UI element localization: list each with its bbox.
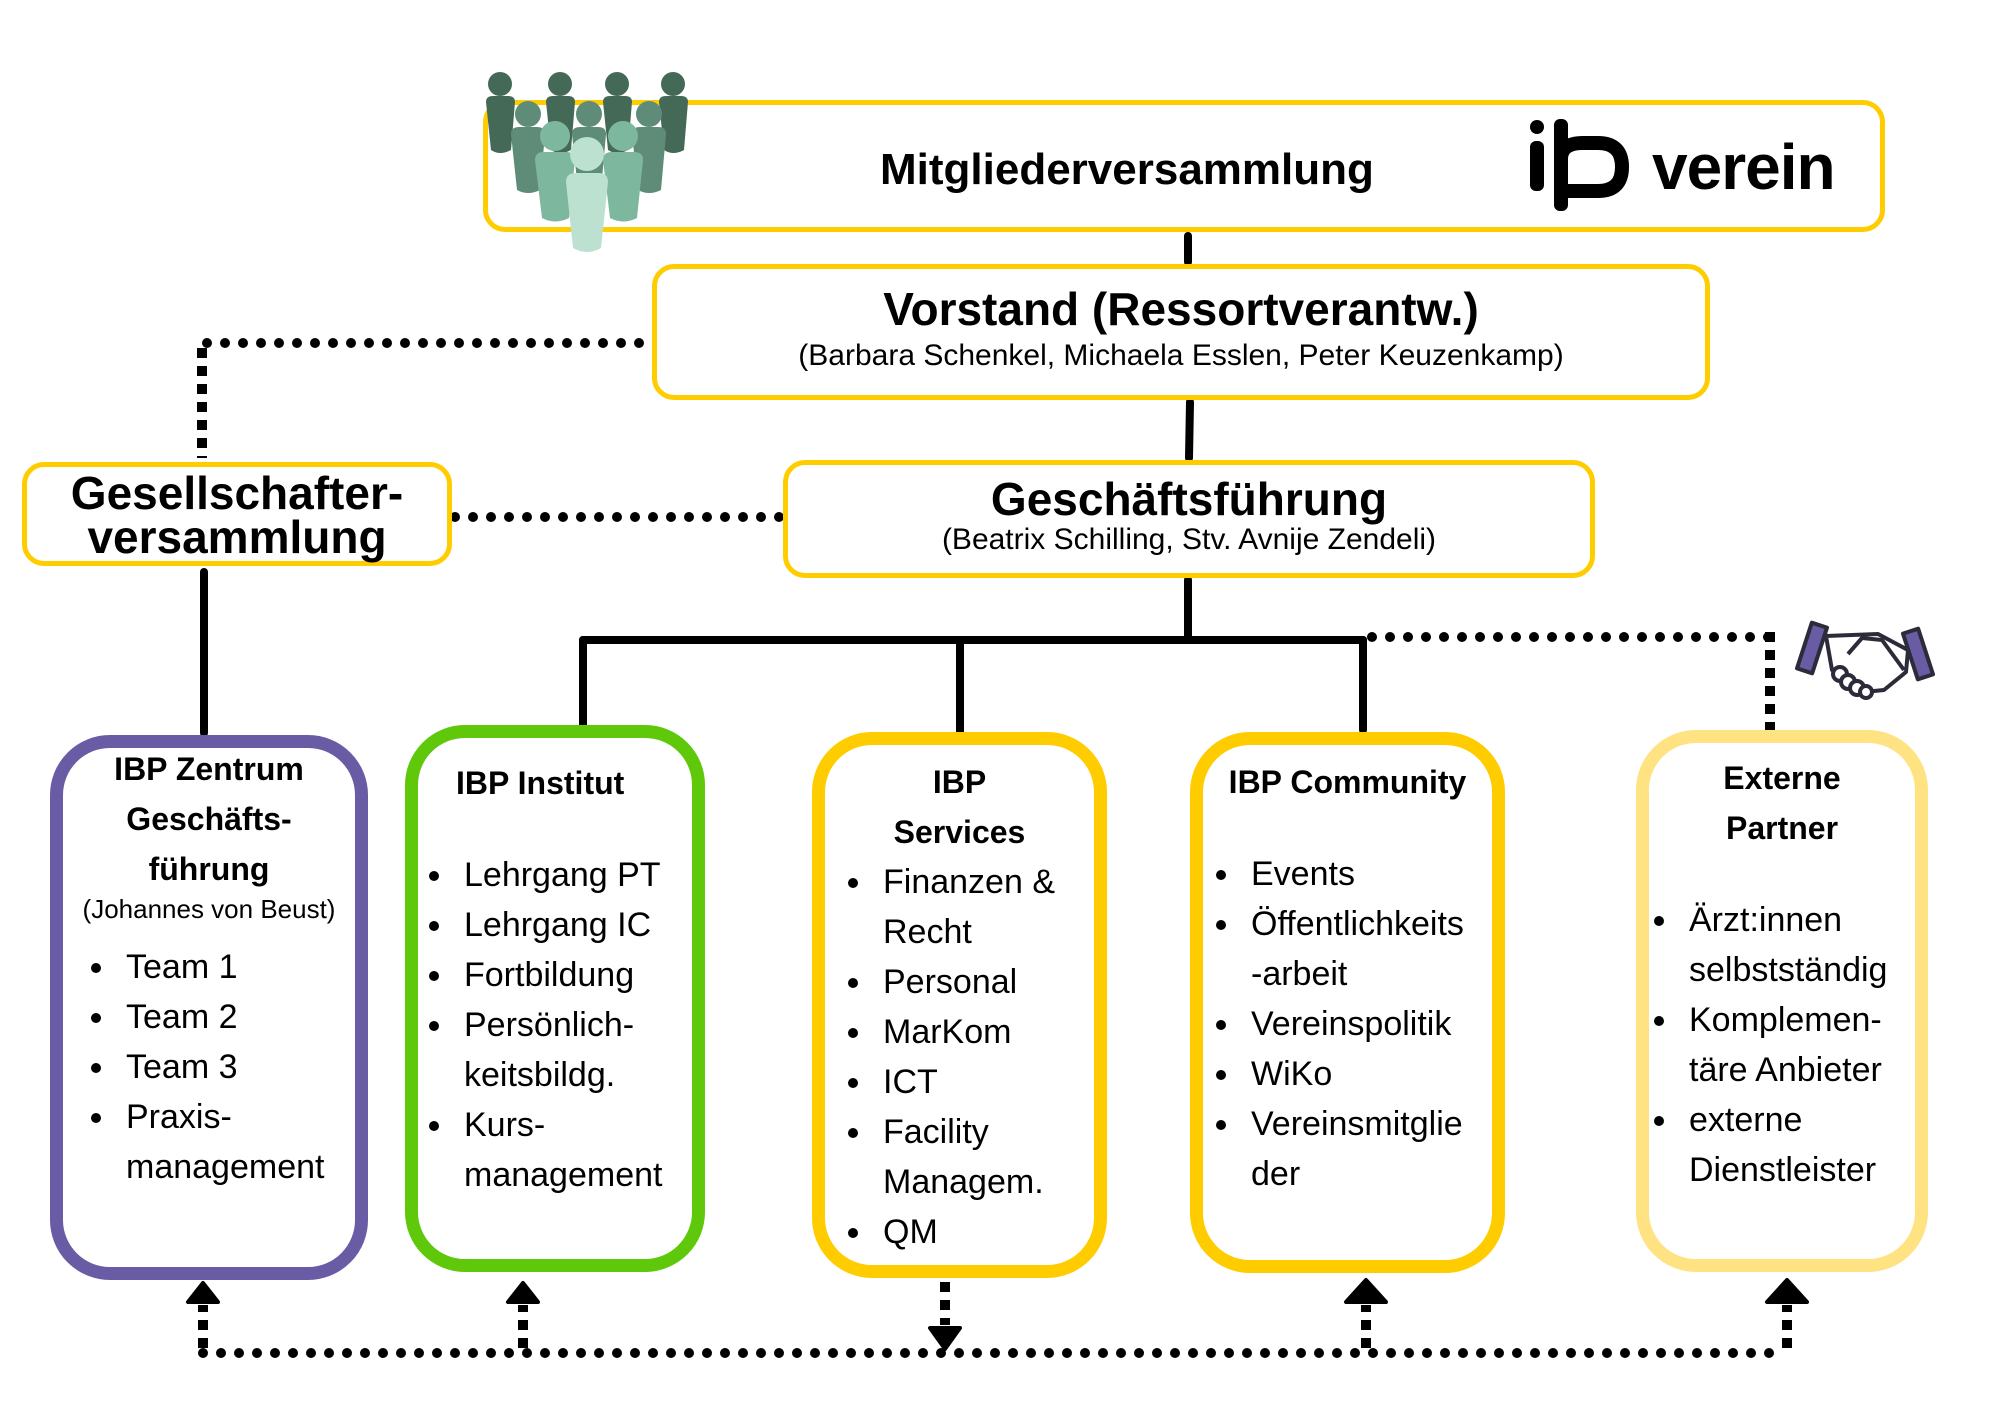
list-item: Kurs- management bbox=[456, 1100, 692, 1200]
vorstand-box: Vorstand (Ressortverantw.) (Barbara Sche… bbox=[652, 264, 1710, 400]
unit-title: führung bbox=[148, 851, 270, 887]
unit-title: IBP Community bbox=[1228, 764, 1467, 800]
list-item: Komplemen- täre Anbieter bbox=[1681, 995, 1915, 1095]
arrow-up-community-icon bbox=[1344, 1278, 1388, 1304]
unit-title: Externe bbox=[1723, 760, 1841, 796]
list-item: Personal bbox=[875, 957, 1094, 1007]
list-item: Ärzt:innen selbstständig bbox=[1681, 895, 1915, 995]
list-item: MarKom bbox=[875, 1007, 1094, 1057]
list-item: WiKo bbox=[1243, 1049, 1492, 1099]
list-item: Vereinsmitglie der bbox=[1243, 1099, 1492, 1199]
unit-ibp-institut: IBP Institut Lehrgang PT Lehrgang IC For… bbox=[405, 725, 705, 1272]
arrow-up-zentrum-icon bbox=[186, 1281, 220, 1304]
handshake-icon bbox=[1794, 620, 1936, 700]
list-item: Fortbildung bbox=[456, 950, 692, 1000]
unit-ibp-community: IBP Community Events Öffentlichkeits -ar… bbox=[1190, 732, 1505, 1273]
list-item: Team 1 bbox=[118, 942, 355, 992]
logo-text: verein bbox=[1652, 131, 1836, 203]
unit-title: IBP Zentrum bbox=[114, 751, 304, 787]
list-item: QM bbox=[875, 1207, 1094, 1257]
list-item: Lehrgang PT bbox=[456, 850, 692, 900]
list-item: Lehrgang IC bbox=[456, 900, 692, 950]
arrow-down-services-icon bbox=[928, 1326, 962, 1351]
arrow-up-institut-icon bbox=[506, 1281, 540, 1304]
ibp-verein-logo: verein bbox=[1528, 117, 1836, 217]
unit-title: Services bbox=[893, 814, 1026, 850]
unit-title: IBP Institut bbox=[456, 765, 625, 801]
ibp-logo-mark-icon bbox=[1530, 119, 1630, 211]
arrow-up-externe-icon bbox=[1765, 1278, 1809, 1304]
vorstand-members: (Barbara Schenkel, Michaela Esslen, Pete… bbox=[798, 339, 1564, 372]
unit-subtitle: (Johannes von Beust) bbox=[82, 894, 336, 924]
unit-title: IBP bbox=[932, 764, 987, 800]
gesellschafterversammlung-box: Gesellschafter- versammlung bbox=[22, 462, 452, 566]
geschaeftsfuehrung-box: Geschäftsführung (Beatrix Schilling, Stv… bbox=[783, 460, 1595, 578]
list-item: Finanzen & Recht bbox=[875, 857, 1094, 957]
gesellschafterversammlung-line1: Gesellschafter- bbox=[70, 467, 404, 519]
people-group-icon bbox=[486, 72, 688, 252]
unit-title: Geschäfts- bbox=[126, 801, 292, 837]
mitgliederversammlung-box: Mitgliederversammlung verein bbox=[483, 100, 1885, 232]
list-item: Öffentlichkeits -arbeit bbox=[1243, 899, 1492, 999]
list-item: Facility Managem. bbox=[875, 1107, 1094, 1207]
geschaeftsfuehrung-members: (Beatrix Schilling, Stv. Avnije Zendeli) bbox=[941, 523, 1437, 556]
mitgliederversammlung-title: Mitgliederversammlung bbox=[880, 145, 1374, 194]
connector-vorstand-gf bbox=[1185, 398, 1194, 462]
list-item: Persönlich- keitsbildg. bbox=[456, 1000, 692, 1100]
unit-externe-partner: Externe Partner Ärzt:innen selbstständig… bbox=[1636, 730, 1928, 1272]
list-item: Team 3 bbox=[118, 1042, 355, 1092]
geschaeftsfuehrung-title: Geschäftsführung bbox=[990, 473, 1388, 525]
gesellschafterversammlung-line2: versammlung bbox=[87, 511, 387, 563]
list-item: Vereinspolitik bbox=[1243, 999, 1492, 1049]
vorstand-title: Vorstand (Ressortverantw.) bbox=[883, 283, 1479, 335]
unit-ibp-services: IBP Services Finanzen & Recht Personal M… bbox=[812, 732, 1107, 1278]
unit-ibp-zentrum: IBP Zentrum Geschäfts- führung (Johannes… bbox=[50, 735, 368, 1280]
list-item: Team 2 bbox=[118, 992, 355, 1042]
unit-title: Partner bbox=[1725, 810, 1839, 846]
list-item: externe Dienstleister bbox=[1681, 1095, 1915, 1195]
list-item: Praxis- management bbox=[118, 1092, 355, 1192]
list-item: ICT bbox=[875, 1057, 1094, 1107]
list-item: Events bbox=[1243, 849, 1492, 899]
